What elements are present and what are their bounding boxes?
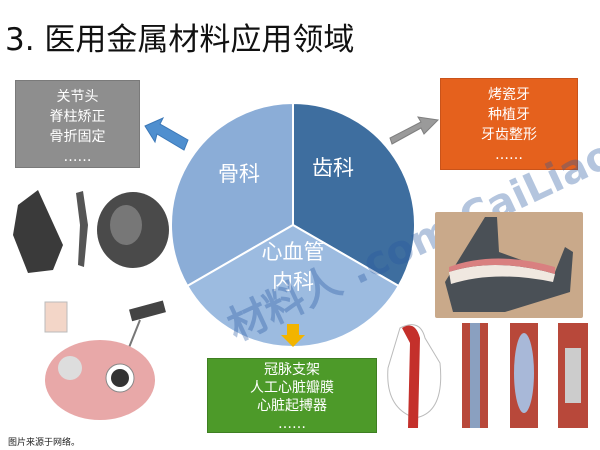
pie-label-cardio-1: 心血管 — [261, 240, 325, 264]
box-line: …… — [495, 147, 523, 163]
coronary-stent-image — [380, 318, 595, 433]
box-line: 人工心脏瓣膜 — [250, 380, 334, 396]
arrow-to-cardio — [281, 324, 305, 347]
dental-implant-image — [435, 212, 583, 318]
arrow-to-dental — [389, 116, 440, 145]
heart-valve-image — [40, 300, 175, 425]
box-line: 牙齿整形 — [481, 127, 537, 143]
pie-segment-dental — [292, 101, 416, 288]
box-line: 脊柱矫正 — [49, 109, 106, 125]
image-source-note: 图片来源于网络。 — [8, 438, 81, 448]
pie-label-dental: 齿科 — [312, 156, 354, 180]
box-line: …… — [278, 416, 306, 432]
pie-segment-orthopedics — [170, 101, 294, 288]
dental-box: 烤瓷牙 种植牙 牙齿整形 …… — [440, 78, 578, 170]
box-line: 烤瓷牙 — [488, 87, 530, 103]
arrow-to-orthopedics — [144, 116, 189, 151]
orthopedics-box: 关节头 脊柱矫正 骨折固定 …… — [15, 80, 140, 168]
box-line: 关节头 — [56, 89, 99, 105]
pie-label-orthopedics: 骨科 — [218, 162, 260, 186]
pie-label-cardio-2: 内科 — [272, 270, 314, 294]
slide-title: 3. 医用金属材料应用领域 — [5, 22, 355, 58]
box-line: 种植牙 — [488, 107, 530, 123]
bone-implant-image — [8, 185, 170, 275]
box-line: 骨折固定 — [49, 129, 106, 145]
box-line: …… — [63, 149, 92, 165]
box-line: 冠脉支架 — [264, 362, 320, 378]
cardio-box: 冠脉支架 人工心脏瓣膜 心脏起搏器 …… — [207, 358, 377, 433]
box-line: 心脏起搏器 — [257, 398, 327, 414]
